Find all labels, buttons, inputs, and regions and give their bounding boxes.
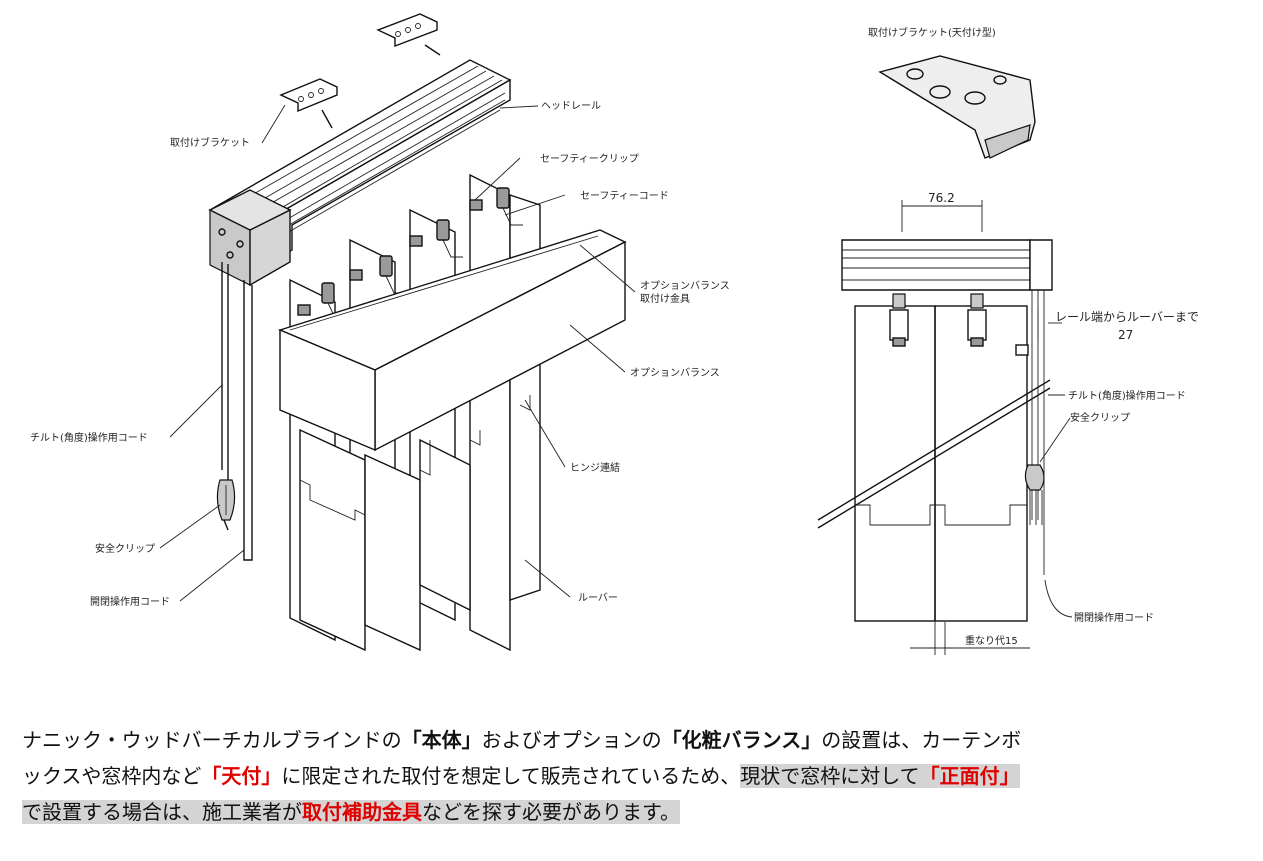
caption-tenzuke: 「天付」 <box>201 764 282 788</box>
label-safety-clip-upper: セーフティークリップ <box>540 153 639 165</box>
label-open-cord: 開閉操作用コード <box>90 595 170 608</box>
caption-honntai: 「本体」 <box>401 728 482 752</box>
label-valance-bracket-2: 取付け金具 <box>640 292 690 305</box>
label-open-cord-side: 開閉操作用コード <box>1074 611 1154 624</box>
label-bracket: 取付けブラケット <box>170 136 250 149</box>
caption-line-3: で設置する場合は、施工業者が取付補助金具などを探す必要があります。 <box>22 800 680 824</box>
caption-valance: 「化粧バランス」 <box>661 728 822 752</box>
label-safety-clip-side: 安全クリップ <box>1070 411 1130 424</box>
isometric-blind-drawing: 取付けブラケット ヘッドレール セーフティークリップ セーフティーコード オプシ… <box>30 13 730 652</box>
caption-shoumenzuke: 「正面付」 <box>919 764 1020 788</box>
label-hinge: ヒンジ連結 <box>570 461 620 474</box>
label-safety-clip: 安全クリップ <box>95 542 155 555</box>
caption-line-1: ナニック・ウッドバーチカルブラインドの「本体」およびオプションの「化粧バランス」… <box>22 728 1022 752</box>
label-bracket-ceiling: 取付けブラケット(天付け型) <box>868 26 996 39</box>
label-tilt-cord: チルト(角度)操作用コード <box>30 431 148 444</box>
label-valance-bracket-1: オプションバランス <box>640 280 730 292</box>
caption-hojo-kanagu: 取付補助金具 <box>302 800 422 824</box>
caption-highlight-1: 現状で窓枠に対して <box>740 764 920 788</box>
caption-text: ナニック・ウッドバーチカルブラインドの「本体」およびオプションの「化粧バランス」… <box>22 722 1242 830</box>
caption-line-2: ックスや窓枠内など「天付」に限定された取付を想定して販売されているため、現状で窓… <box>22 764 1020 788</box>
label-rail-to-louver-2: 27 <box>1118 328 1133 342</box>
blind-installation-diagram: 取付けブラケット ヘッドレール セーフティークリップ セーフティーコード オプシ… <box>30 13 1199 655</box>
label-safety-cord: セーフティーコード <box>580 190 669 202</box>
side-view-drawing: 取付けブラケット(天付け型) 76.2 <box>817 26 1199 655</box>
dim-width: 76.2 <box>928 191 955 205</box>
label-tilt-cord-side: チルト(角度)操作用コード <box>1068 389 1186 402</box>
label-option-valance: オプションバランス <box>630 367 720 379</box>
label-rail-to-louver-1: レール端からルーバーまで <box>1055 310 1199 324</box>
label-head-rail: ヘッドレール <box>541 101 601 112</box>
label-overlap: 重なり代15 <box>965 634 1018 647</box>
label-louver: ルーバー <box>578 592 618 604</box>
